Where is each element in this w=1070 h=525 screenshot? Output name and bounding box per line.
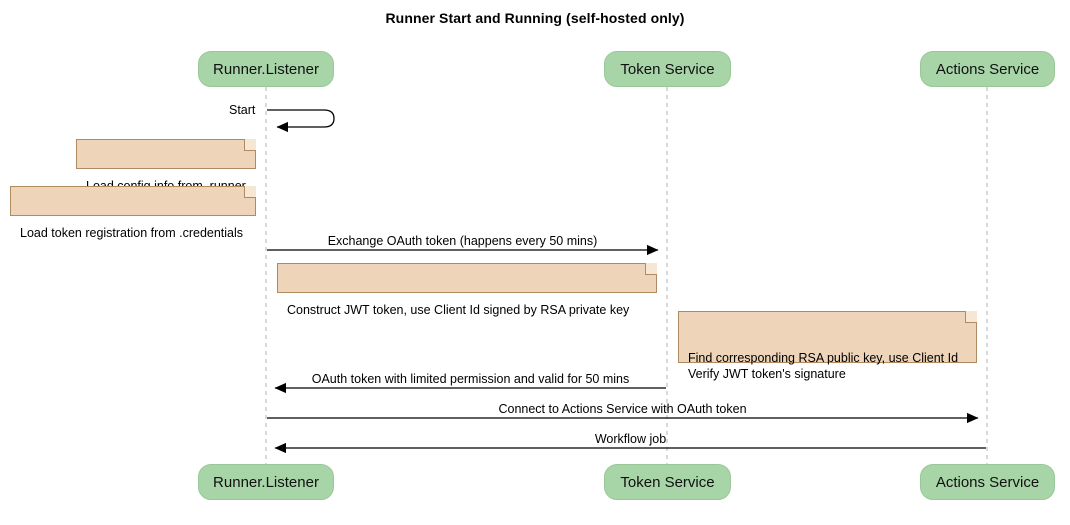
message-label-connect: Connect to Actions Service with OAuth to… <box>498 402 747 416</box>
participant-label: Token Service <box>620 473 715 491</box>
participant-actions-top[interactable]: Actions Service <box>920 51 1055 87</box>
note-text: Find corresponding RSA public key, use C… <box>688 351 959 381</box>
self-message-label-start: Start <box>229 103 256 117</box>
note-text: Construct JWT token, use Client Id signe… <box>287 303 630 317</box>
participant-label: Runner.Listener <box>213 60 319 78</box>
participant-token-top[interactable]: Token Service <box>604 51 731 87</box>
participant-token-bottom[interactable]: Token Service <box>604 464 731 500</box>
note-fold-icon <box>645 263 657 275</box>
participant-runner-top[interactable]: Runner.Listener <box>198 51 334 87</box>
participant-label: Runner.Listener <box>213 473 319 491</box>
message-label-exchange: Exchange OAuth token (happens every 50 m… <box>327 234 598 248</box>
participant-label: Token Service <box>620 60 715 78</box>
participant-label: Actions Service <box>935 60 1040 78</box>
note-construct-jwt: Construct JWT token, use Client Id signe… <box>277 263 657 317</box>
participant-actions-bottom[interactable]: Actions Service <box>920 464 1055 500</box>
note-fold-icon <box>244 186 256 198</box>
message-label-oauth-return: OAuth token with limited permission and … <box>311 372 630 386</box>
note-load-token-registration: Load token registration from .credential… <box>10 186 256 240</box>
note-verify-jwt: Find corresponding RSA public key, use C… <box>678 311 977 381</box>
page-title: Runner Start and Running (self-hosted on… <box>385 10 685 26</box>
participant-label: Actions Service <box>935 473 1040 491</box>
note-text: Load token registration from .credential… <box>20 226 244 240</box>
self-message-start <box>267 109 335 133</box>
message-label-workflow-job: Workflow job <box>594 432 667 446</box>
note-fold-icon <box>244 139 256 151</box>
note-fold-icon <box>965 311 977 323</box>
note-load-config: Load config info from .runner <box>76 139 256 193</box>
participant-runner-bottom[interactable]: Runner.Listener <box>198 464 334 500</box>
